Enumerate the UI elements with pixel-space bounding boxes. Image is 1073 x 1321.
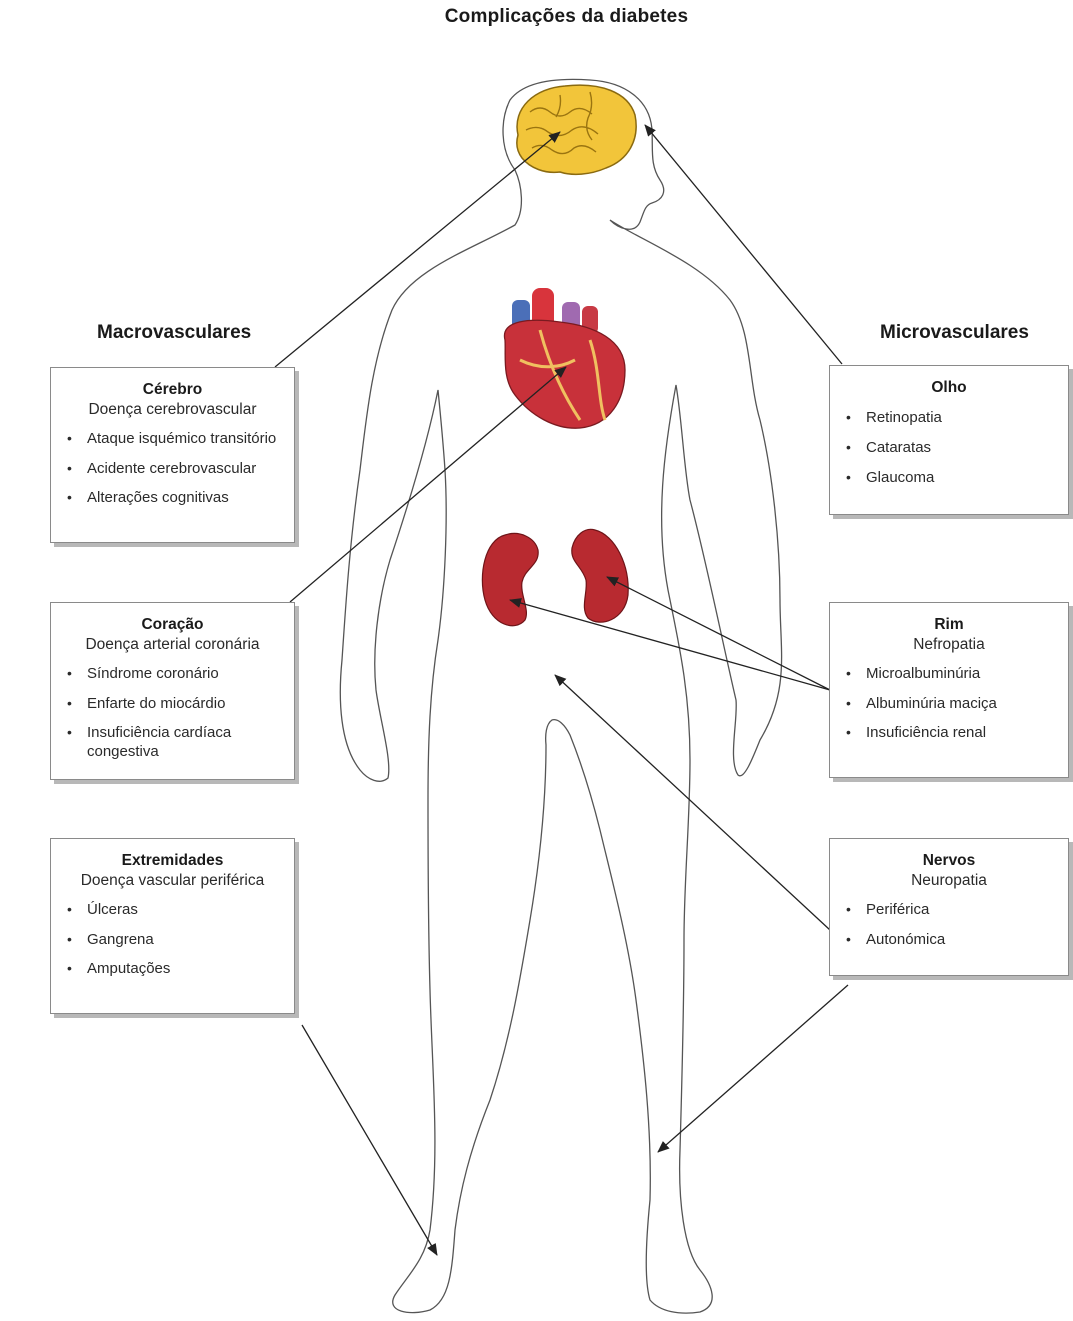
arrow-rim-right [607, 577, 830, 690]
arrow-rim-left [510, 600, 830, 690]
box-heading: Olho [830, 378, 1068, 397]
box-subheading: Doença arterial coronária [51, 635, 294, 654]
arrow-extremidades [302, 1025, 437, 1255]
heart-illustration [504, 288, 625, 428]
arrow-nervos-upper [555, 675, 830, 930]
box-subheading: Neuropatia [830, 871, 1068, 890]
list-item: Gangrena [67, 931, 294, 950]
list-item: Retinopatia [846, 409, 1068, 428]
box-heading: Coração [51, 615, 294, 634]
coracao-box: Coração Doença arterial coronária Síndro… [50, 602, 295, 780]
list-item: Microalbuminúria [846, 665, 1068, 684]
arrow-nervos-lower [658, 985, 848, 1152]
list-item: Insuficiência renal [846, 724, 1068, 743]
olho-box: Olho Retinopatia Cataratas Glaucoma [829, 365, 1069, 515]
kidney-illustration [482, 529, 628, 625]
list-item: Insuficiência cardíaca congestiva [67, 724, 294, 762]
box-subheading: Nefropatia [830, 635, 1068, 654]
brain-illustration [517, 85, 636, 174]
list-item: Ataque isquémico transitório [67, 430, 294, 449]
list-item: Periférica [846, 901, 1068, 920]
box-heading: Rim [830, 615, 1068, 634]
box-subheading: Doença vascular periférica [51, 871, 294, 890]
list-item: Enfarte do miocárdio [67, 695, 294, 714]
box-subheading: Doença cerebrovascular [51, 400, 294, 419]
cerebro-box: Cérebro Doença cerebrovascular Ataque is… [50, 367, 295, 543]
list-item: Acidente cerebrovascular [67, 460, 294, 479]
list-item: Úlceras [67, 901, 294, 920]
box-heading: Extremidades [51, 851, 294, 870]
rim-box: Rim Nefropatia Microalbuminúria Albuminú… [829, 602, 1069, 778]
macrovascular-heading: Macrovasculares [97, 322, 251, 344]
list-item: Alterações cognitivas [67, 489, 294, 508]
list-item: Autonómica [846, 931, 1068, 950]
box-heading: Cérebro [51, 380, 294, 399]
list-item: Glaucoma [846, 469, 1068, 488]
box-heading: Nervos [830, 851, 1068, 870]
body-outline [340, 79, 781, 1313]
nervos-box: Nervos Neuropatia Periférica Autonómica [829, 838, 1069, 976]
microvascular-heading: Microvasculares [880, 322, 1029, 344]
list-item: Síndrome coronário [67, 665, 294, 684]
list-item: Cataratas [846, 439, 1068, 458]
list-item: Albuminúria maciça [846, 695, 1068, 714]
list-item: Amputações [67, 960, 294, 979]
extremidades-box: Extremidades Doença vascular periférica … [50, 838, 295, 1014]
